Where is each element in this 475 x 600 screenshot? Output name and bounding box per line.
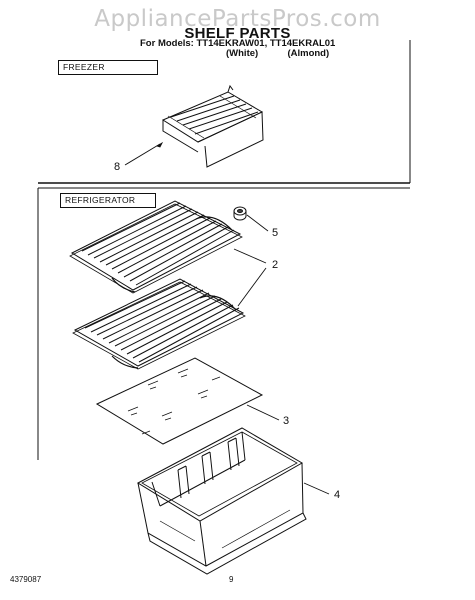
page-title: SHELF PARTS	[184, 25, 291, 42]
models-line: For Models: TT14EKRAW01, TT14EKRAL01	[140, 38, 336, 49]
glass-shelf	[95, 357, 264, 445]
callout-2: 2	[272, 259, 279, 271]
callout-8: 8	[114, 161, 121, 173]
variant-almond: (Almond)	[287, 48, 330, 59]
leader-5	[246, 214, 269, 232]
upper-wire-shelf	[69, 200, 243, 294]
callout-4: 4	[334, 489, 341, 501]
leader-4	[303, 482, 330, 495]
callout-3: 3	[283, 415, 290, 427]
leader-2b	[237, 267, 267, 307]
leader-lines	[124, 141, 330, 495]
freezer-shelf	[161, 84, 264, 168]
leader-3	[246, 404, 280, 421]
model-variants: (White) (Almond)	[226, 48, 329, 59]
crisper-pan	[136, 427, 307, 575]
page-number: 9	[229, 575, 234, 584]
watermark-text: AppliancePartsPros.com	[94, 6, 381, 32]
leader-2a	[233, 248, 267, 264]
leader-8	[124, 143, 161, 166]
lower-wire-shelf	[72, 278, 246, 370]
refrigerator-section-label: REFRIGERATOR	[60, 193, 156, 208]
variant-white: (White)	[226, 48, 259, 59]
document-number: 4379087	[10, 575, 42, 584]
bumper-part	[233, 206, 247, 221]
freezer-section-label: FREEZER	[58, 60, 158, 75]
callout-5: 5	[272, 227, 279, 239]
